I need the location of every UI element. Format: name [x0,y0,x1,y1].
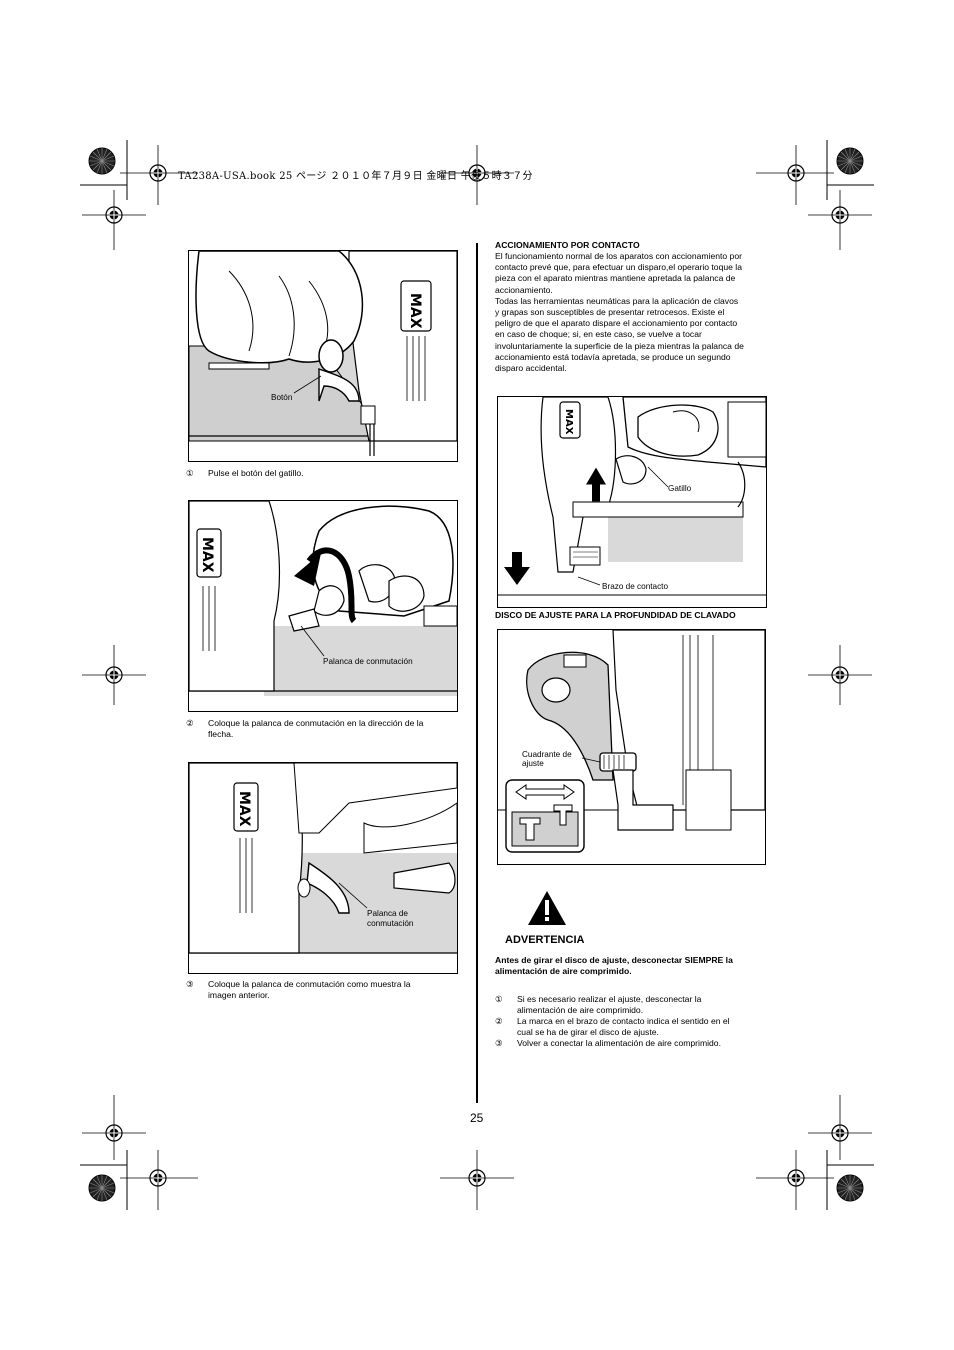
step-2-text-line2: flecha. [208,729,234,739]
label-gatillo: Gatillo [668,484,692,493]
step-1: ① Pulse el botón del gatillo. [186,468,456,482]
step-3-text-line2: imagen anterior. [208,990,270,1000]
figure-adjustment-dial-illustration [498,630,765,864]
figure-contact-arm-illustration: MAX [498,397,766,596]
warning-item-3: ③ Volver a conectar la alimentación de a… [495,1038,770,1050]
figure-switch-lever-set-illustration: MAX [189,763,457,954]
figure-trigger-button: MAX Botón [188,250,458,462]
warning-bold-text: Antes de girar el disco de ajuste, desco… [495,955,770,977]
max-logo-4: MAX [563,409,574,435]
depth-heading: DISCO DE AJUSTE PARA LA PROFUNDIDAD DE C… [495,610,736,620]
contact-line-8: en caso de choque; si, en este caso, se … [495,329,702,340]
warning-item-2: ② La marca en el brazo de contacto indic… [495,1016,770,1038]
warning-title: ADVERTENCIA [505,934,585,946]
contact-line-6: y grapas son susceptibles de presentar r… [495,307,725,318]
contact-line-2: contacto prevé que, para efectuar un dis… [495,262,742,273]
warning-item-1-line1: Si es necesario realizar el ajuste, desc… [517,994,702,1004]
contact-line-5: Todas las herramientas neumáticas para l… [495,295,739,306]
step-3-number: ③ [186,979,194,989]
file-header: TA238A-USA.book 25 ページ ２０１０年７月９日 金曜日 午後５… [178,171,533,182]
label-palanca-de-conmutacion: Palanca de conmutación [323,657,413,666]
warning-item-1-line2: alimentación de aire comprimido. [517,1005,644,1015]
figure-contact-arm: MAX Gatillo Brazo de contacto [497,396,767,608]
warning-item-2-line2: cual se ha de girar el disco de ajuste. [517,1027,659,1037]
contact-line-1: El funcionamiento normal de los aparatos… [495,251,742,261]
warning-item-1-number: ① [495,994,503,1004]
contact-line-7: peligro de que el aparato dispare el acc… [495,318,738,329]
label-boton: Botón [271,393,293,402]
figure-switch-lever-set: MAX Palanca de conmutación [188,762,458,974]
contact-line-11: disparo accidental. [495,363,567,374]
step-2-text-line1: Coloque la palanca de conmutación en la … [208,718,424,728]
contact-body: El funcionamiento normal de los aparatos… [495,251,770,374]
step-1-number: ① [186,468,194,478]
column-divider [476,243,478,1103]
label-brazo-de-contacto: Brazo de contacto [602,582,668,591]
warning-item-2-number: ② [495,1016,503,1026]
contact-line-10: accionamiento está todavía apretada, se … [495,351,731,362]
figure-adjustment-dial: Cuadrante de ajuste [497,629,766,865]
contact-line-9: involuntariamente la superficie de la pi… [495,340,744,351]
figure-switch-lever-rotate: MAX Palanca de conmutación [188,500,458,712]
figure-trigger-button-illustration: MAX [189,251,457,456]
warning-bold-line-1: Antes de girar el disco de ajuste, desco… [495,955,733,965]
warning-item-1: ① Si es necesario realizar el ajuste, de… [495,994,770,1016]
step-1-text: Pulse el botón del gatillo. [208,468,304,478]
label-cuadrante-l1: Cuadrante de [522,750,572,759]
max-logo-3: MAX [236,791,252,827]
label-palanca-l1: Palanca de [367,909,408,918]
warning-item-3-line1: Volver a conectar la alimentación de air… [517,1038,721,1048]
label-cuadrante-l2: ajuste [522,759,544,768]
contact-line-3: pieza con el aparato mientras mantiene a… [495,273,736,284]
label-palanca-l2: conmutación [367,919,414,928]
max-logo-2: MAX [199,537,215,573]
contact-heading: ACCIONAMIENTO POR CONTACTO [495,240,640,250]
warning-bold-line-2: alimentación de aire comprimido. [495,966,632,977]
step-3-text-line1: Coloque la palanca de conmutación como m… [208,979,411,989]
page-number: 25 [470,1111,484,1125]
step-3: ③ Coloque la palanca de conmutación como… [186,979,456,1003]
contact-line-4: accionamiento. [495,284,553,295]
warning-item-3-number: ③ [495,1038,503,1048]
figure-switch-lever-rotate-illustration: MAX [189,501,457,696]
warning-item-2-line1: La marca en el brazo de contacto indica … [517,1016,730,1026]
step-2-number: ② [186,718,194,728]
step-2: ② Coloque la palanca de conmutación en l… [186,718,456,742]
warning-icon [528,891,566,925]
max-logo: MAX [407,293,423,329]
